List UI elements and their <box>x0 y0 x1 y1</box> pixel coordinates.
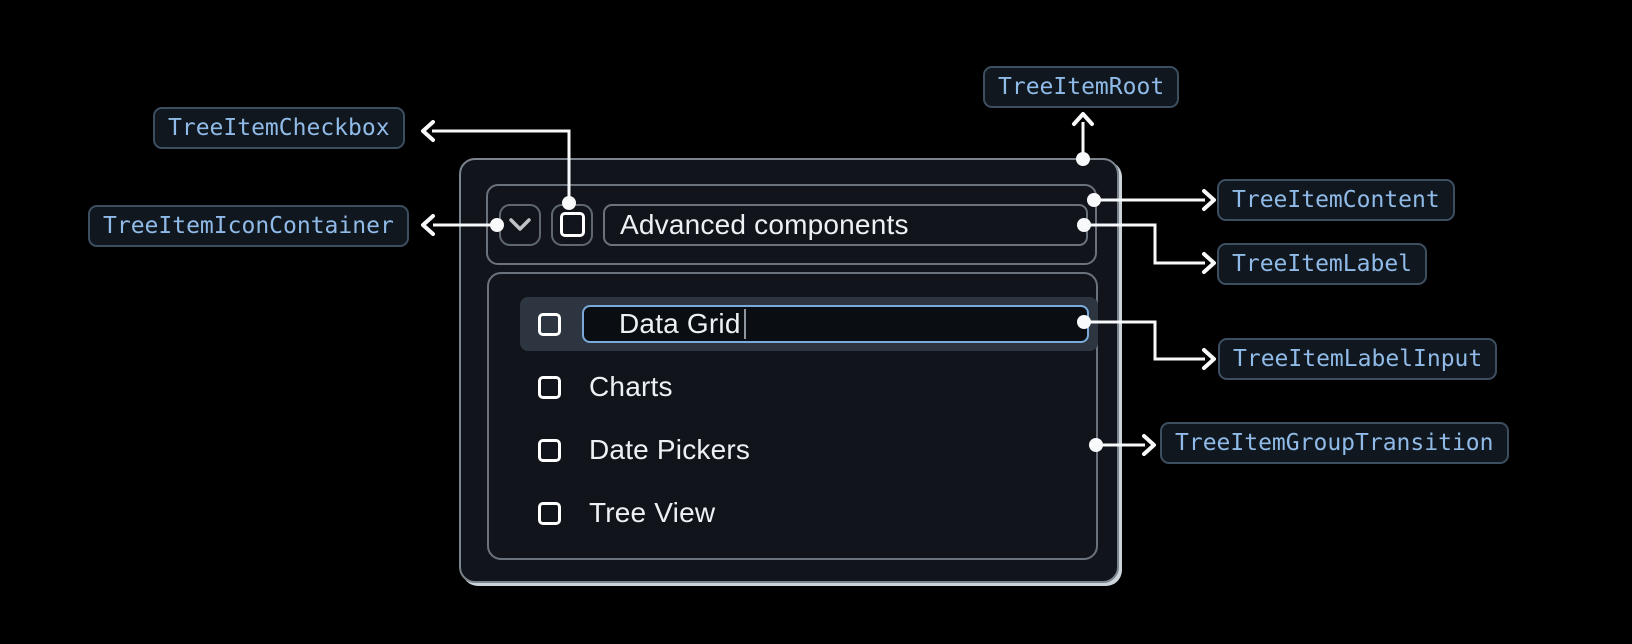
arrowhead-right-icon <box>1142 434 1156 456</box>
tree-item-icon-container[interactable] <box>499 203 541 246</box>
chevron-down-icon <box>509 218 531 231</box>
tree-item-row-date-pickers[interactable]: Date Pickers <box>520 423 1098 477</box>
tree-item-root: Advanced components Data Grid Charts Dat… <box>459 158 1119 583</box>
arrowhead-right-icon <box>1202 252 1216 274</box>
tree-item-label-text: Date Pickers <box>589 434 751 465</box>
tree-item-group-transition: Data Grid Charts Date Pickers Tree View <box>487 272 1098 560</box>
arrowhead-right-icon <box>1202 348 1216 370</box>
tree-item-label-text: Advanced components <box>620 208 909 240</box>
annotation-tree-item-checkbox: TreeItemCheckbox <box>153 107 405 149</box>
annotation-tree-item-content: TreeItemContent <box>1217 179 1455 221</box>
tree-item-row-data-grid[interactable]: Data Grid <box>520 297 1098 351</box>
tree-item-label: Advanced components <box>603 203 1088 246</box>
annotation-tree-item-group-transition: TreeItemGroupTransition <box>1160 422 1509 464</box>
checkbox-unchecked-icon[interactable] <box>538 438 561 462</box>
arrowhead-up-icon <box>1072 112 1094 126</box>
checkbox-unchecked-icon[interactable] <box>538 312 561 336</box>
checkbox-unchecked-icon[interactable] <box>538 375 561 399</box>
tree-item-checkbox[interactable] <box>551 203 593 246</box>
checkbox-unchecked-icon[interactable] <box>538 501 561 525</box>
tree-item-row-charts[interactable]: Charts <box>520 360 1098 414</box>
tree-item-content[interactable]: Advanced components <box>486 184 1097 265</box>
annotation-tree-item-label-input: TreeItemLabelInput <box>1218 338 1498 380</box>
checkbox-unchecked-icon <box>559 212 585 237</box>
annotation-tree-item-label: TreeItemLabel <box>1217 243 1428 285</box>
arrowhead-left-icon <box>421 214 435 236</box>
tree-item-label-text: Tree View <box>589 497 716 528</box>
tree-item-row-tree-view[interactable]: Tree View <box>520 486 1098 540</box>
arrowhead-left-icon <box>421 120 435 142</box>
arrowhead-right-icon <box>1202 189 1216 211</box>
annotation-tree-item-icon-container: TreeItemIconContainer <box>88 205 409 247</box>
text-cursor <box>743 309 747 339</box>
tree-item-label-input[interactable]: Data Grid <box>582 305 1089 343</box>
tree-item-label-text: Charts <box>589 371 673 402</box>
label-input-value: Data Grid <box>619 308 741 339</box>
annotation-tree-item-root: TreeItemRoot <box>983 66 1180 108</box>
